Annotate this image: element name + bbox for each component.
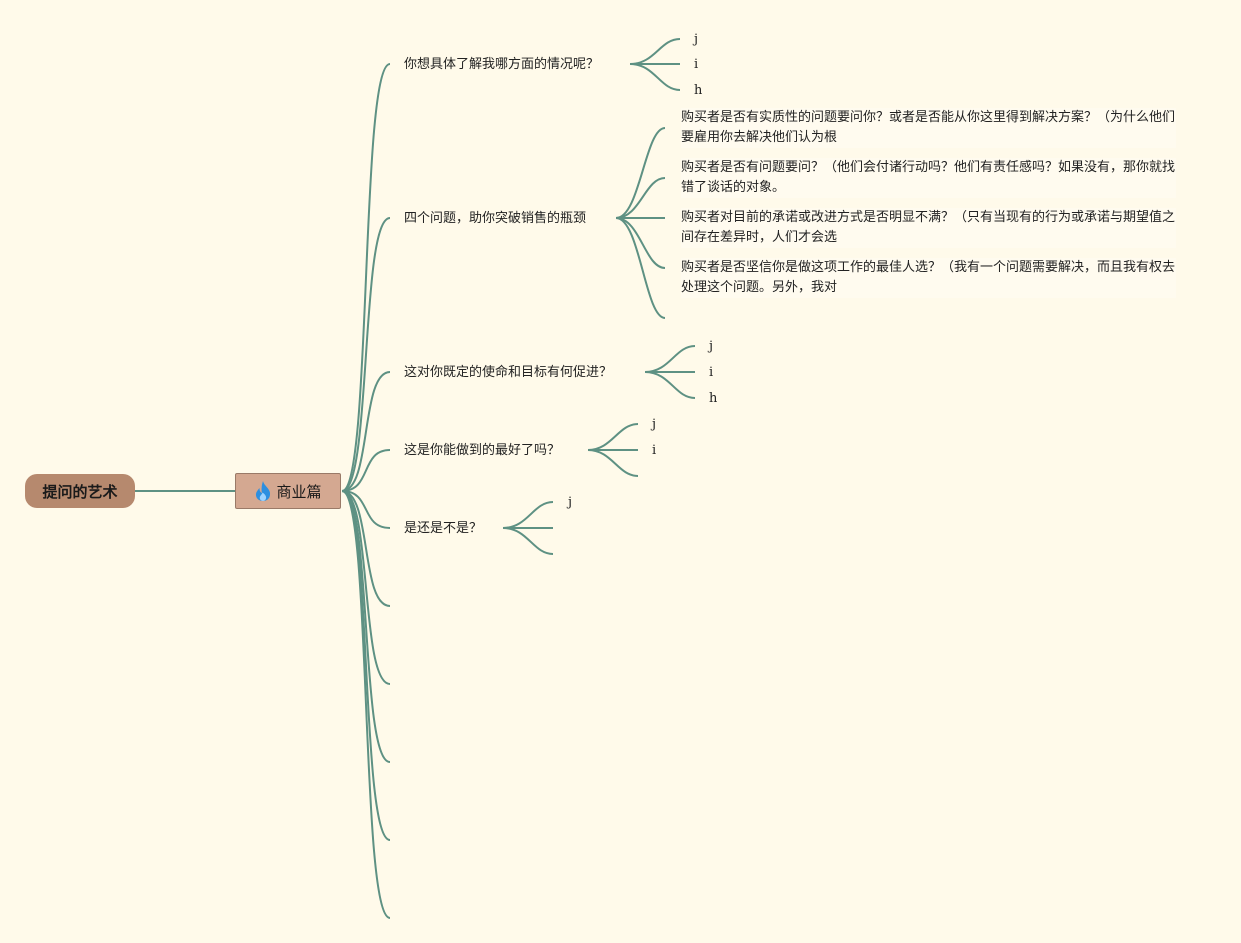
root-topic-label: 提问的艺术 [42, 482, 118, 501]
branch-connector-1 [341, 63, 391, 492]
subtopic-4-1[interactable]: j [652, 417, 657, 432]
subtopic-1-3[interactable]: h [694, 83, 703, 98]
topic2-connector-5 [615, 217, 666, 319]
topic4-connector-1 [587, 423, 639, 451]
branch-connector-2 [341, 217, 391, 492]
topic2-connector-2 [615, 177, 666, 219]
topic5-connector-1 [502, 501, 554, 529]
topic4-connector-3 [587, 449, 639, 477]
subtopic-1-2[interactable]: i [694, 57, 699, 72]
subtopic-1-1[interactable]: j [694, 32, 699, 47]
main-branch-label: 商业篇 [276, 482, 322, 501]
branch-connector-10 [341, 490, 391, 919]
subtopic-4-2[interactable]: i [652, 443, 657, 458]
topic3-connector-3 [644, 371, 696, 399]
subtopic-2-3[interactable]: 购买者对目前的承诺或改进方式是否明显不满？（只有当现有的行为或承诺与期望值之间存… [681, 208, 1176, 248]
subtopic-2-4[interactable]: 购买者是否坚信你是做这项工作的最佳人选？（我有一个问题需要解决，而且我有权去处理… [681, 258, 1176, 298]
branch-connector-7 [341, 490, 391, 685]
topic-node-1[interactable]: 你想具体了解我哪方面的情况呢？ [404, 57, 600, 72]
topic-node-2[interactable]: 四个问题，助你突破销售的瓶颈 [404, 211, 587, 226]
topic2-connector-1 [615, 127, 666, 219]
branch-connector-5 [341, 490, 391, 529]
topic3-connector-1 [644, 345, 696, 373]
branch-connector-6 [341, 490, 391, 607]
branch-connector-4 [341, 449, 391, 492]
subtopic-3-1[interactable]: j [709, 339, 714, 354]
subtopic-5-1[interactable]: j [568, 495, 573, 510]
topic-node-3[interactable]: 这对你既定的使命和目标有何促进？ [404, 365, 613, 380]
subtopic-3-3[interactable]: h [709, 391, 718, 406]
topic-node-5[interactable]: 是还是不是？ [404, 521, 483, 536]
topic2-connector-4 [615, 217, 666, 269]
main-branch-topic[interactable]: 商业篇 [235, 473, 341, 509]
topic5-connector-3 [502, 527, 554, 555]
subtopic-2-1[interactable]: 购买者是否有实质性的问题要问你？或者是否能从你这里得到解决方案？（为什么他们要雇… [681, 108, 1176, 148]
topic-node-4[interactable]: 这是你能做到的最好了吗？ [404, 443, 561, 458]
topic1-connector-3 [629, 63, 681, 91]
fire-icon [254, 480, 272, 502]
root-topic[interactable]: 提问的艺术 [25, 474, 135, 508]
branch-connector-3 [341, 371, 391, 492]
subtopic-2-2[interactable]: 购买者是否有问题要问？（他们会付诸行动吗？他们有责任感吗？如果没有，那你就找错了… [681, 158, 1176, 198]
topic1-connector-1 [629, 38, 681, 65]
subtopic-3-2[interactable]: i [709, 365, 714, 380]
